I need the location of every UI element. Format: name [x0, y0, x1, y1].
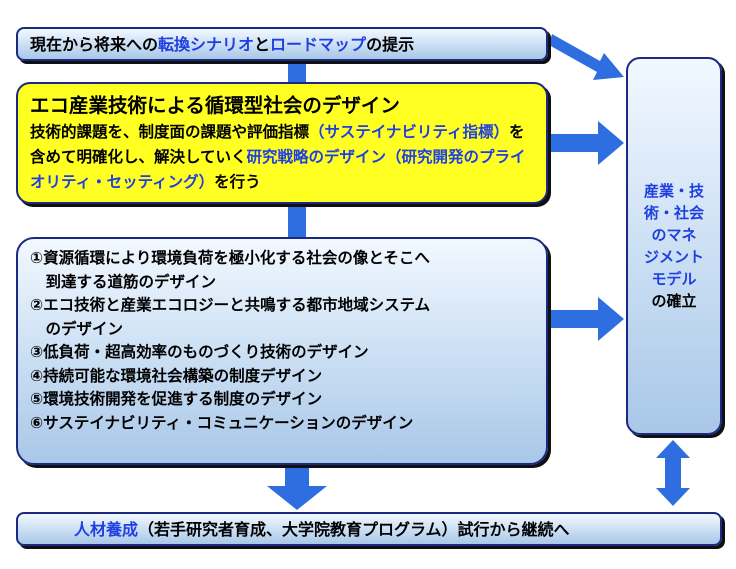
design-item: ②エコ技術と産業エコロジーと共鳴する都市地域システム [30, 296, 431, 314]
management-model-box: 産業・技 術・社会 のマネ ジメント モデル の確立 [626, 57, 722, 435]
design-items-box: ①資源循環により環境負荷を極小化する社会の像とそこへ 到達する道筋のデザイン ②… [16, 237, 548, 465]
design-item: ⑤環境技術開発を促進する制度のデザイン [30, 390, 323, 408]
bottom-text-2: （若手研究者育成、大学院教育プログラム）試行から継続へ [138, 520, 570, 539]
management-model-line: のマネ [651, 226, 697, 244]
arrow-list-to-right [550, 297, 624, 341]
eco-body-research-strategy: 研究戦略のデザイン（研究開発のプライオリティ・セッティング） [30, 148, 526, 191]
design-item: ⑥サステイナビリティ・コミュニケーションのデザイン [30, 413, 414, 432]
eco-body-5: を行う [214, 173, 261, 191]
arrow-right-bottom-double [656, 440, 690, 506]
arrow-connector-top [288, 60, 306, 84]
eco-design-title: エコ産業技術による循環型社会のデザイン [30, 94, 400, 117]
management-model-last-line: の確立 [651, 292, 697, 310]
arrow-yellow-to-right [550, 121, 624, 165]
design-item: のデザイン [30, 319, 124, 338]
eco-body-1: 技術的課題を、制度面の課題や評価指標 [30, 123, 310, 141]
top-text-transition-scenario: 転換シナリオ [158, 35, 255, 54]
top-text-3: と [254, 35, 271, 54]
eco-design-box: エコ産業技術による循環型社会のデザイン 技術的課題を、制度面の課題や評価指標（サ… [16, 82, 548, 204]
management-model-line: 産業・技 [643, 182, 704, 200]
bottom-text-human-resources: 人材養成 [74, 520, 139, 539]
top-text-1: 現在から将来への [30, 35, 159, 54]
management-model-line: モデル [651, 270, 697, 288]
eco-body-3: を含めて明確化し、解決していく [30, 123, 525, 166]
management-model-line: ジメント [643, 248, 704, 266]
top-text-roadmap: ロードマップ [270, 35, 367, 54]
design-item: ④持続可能な環境社会構築の制度デザイン [30, 366, 323, 385]
arrow-top-to-right [549, 34, 624, 80]
top-text-5: の提示 [366, 35, 415, 54]
design-item: ①資源循環により環境負荷を極小化する社会の像とそこへ [30, 249, 430, 267]
arrow-connector-middle [288, 203, 306, 239]
design-item: ③低負荷・超高効率のものづくり技術のデザイン [30, 343, 369, 361]
design-item: 到達する道筋のデザイン [30, 272, 217, 291]
management-model-line: 術・社会 [643, 204, 704, 222]
arrow-down-to-bottom [267, 466, 327, 510]
eco-design-body: 技術的課題を、制度面の課題や評価指標（サステイナビリティ指標）を含めて明確化し、… [30, 120, 534, 195]
scenario-roadmap-box: 現在から将来への転換シナリオとロードマップの提示 [16, 27, 548, 61]
human-resources-box: 人材養成（若手研究者育成、大学院教育プログラム）試行から継続へ [16, 512, 722, 546]
eco-body-sustainability-index: （サステイナビリティ指標） [309, 123, 509, 141]
